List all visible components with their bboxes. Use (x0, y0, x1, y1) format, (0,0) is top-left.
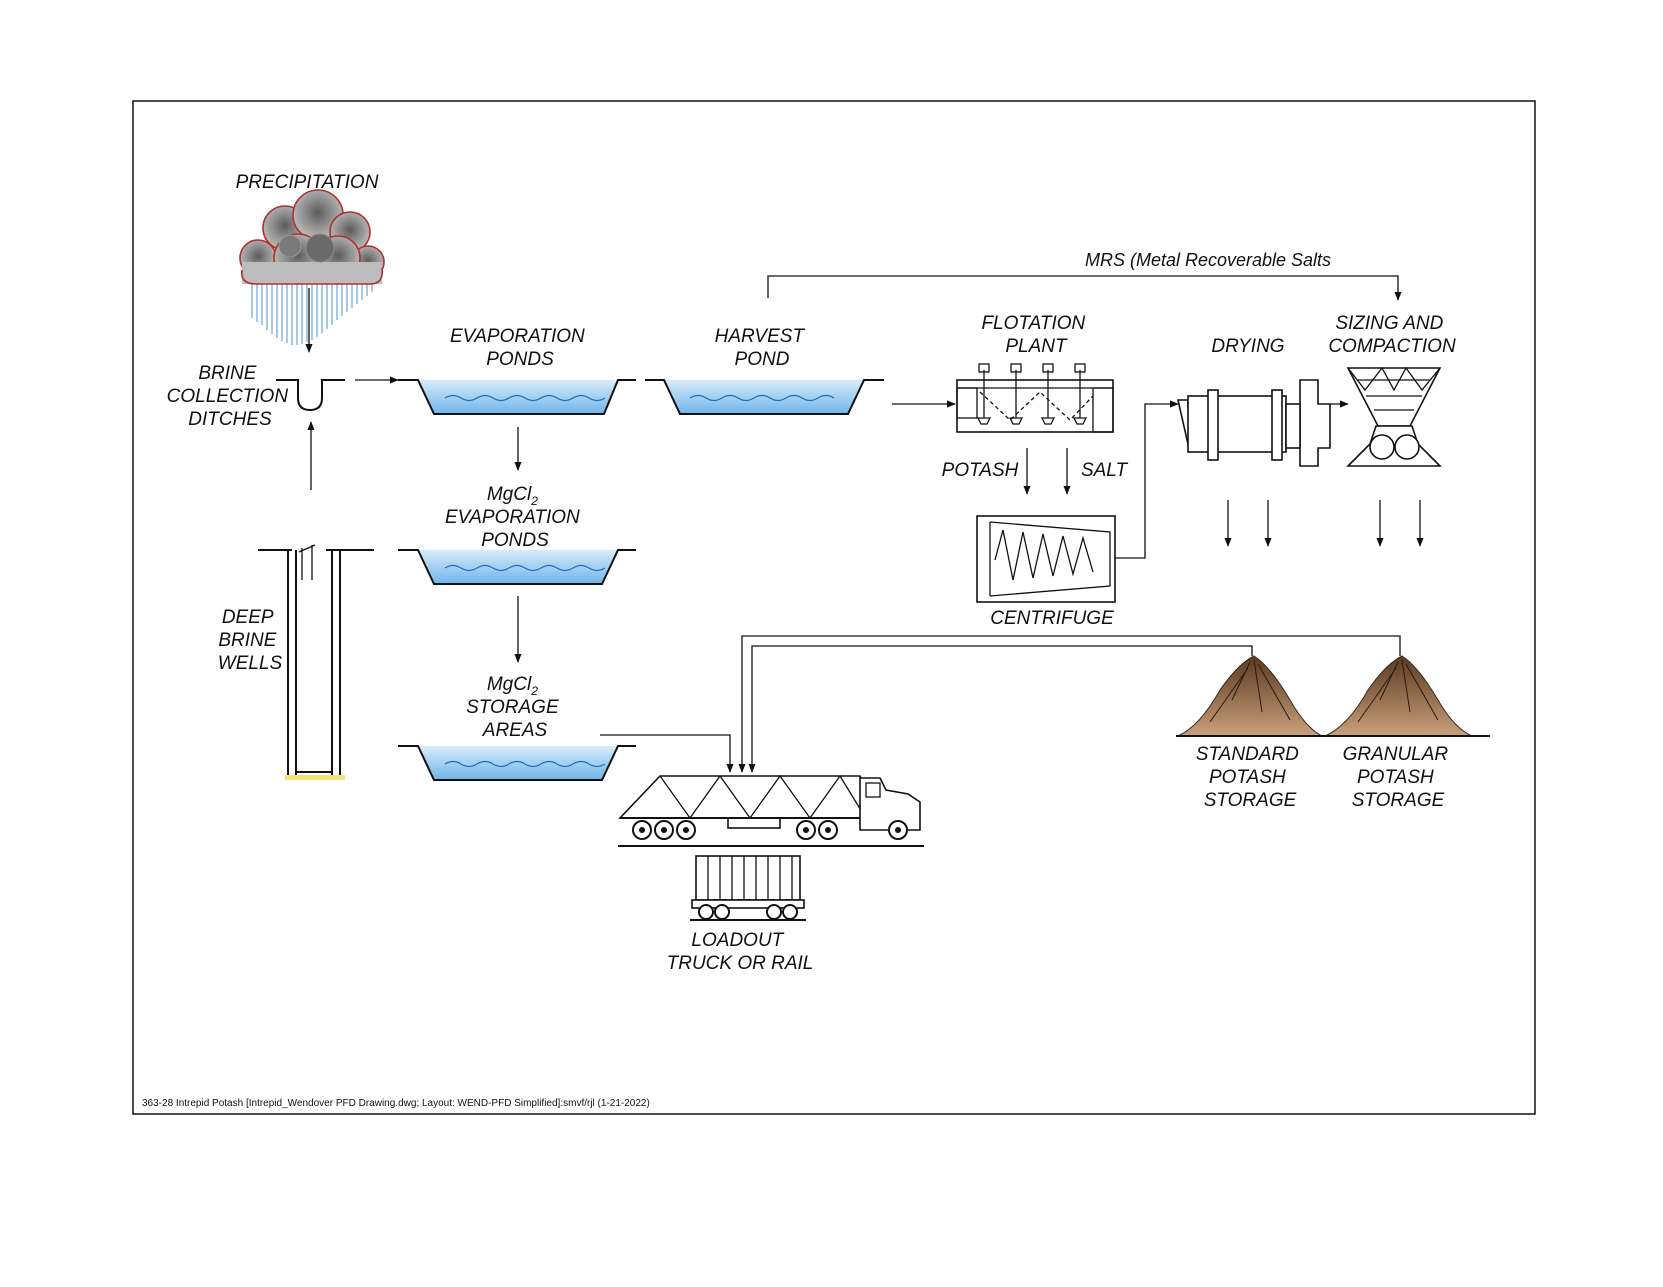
mgcl2-storage-areas-label: MgCl2 STORAGE AREAS (466, 674, 564, 741)
mrs-label: MRS (Metal Recoverable Salts (1085, 250, 1331, 270)
granular-potash-storage-label: GRANULAR POTASH STORAGE (1343, 744, 1454, 811)
mgcl2-to-loadout-line (600, 734, 734, 773)
flotation-cell-icon (956, 363, 1114, 433)
granular-storage-to-loadout-line (738, 635, 1401, 773)
mgcl2-storage-pond (398, 745, 636, 781)
drawing-border (132, 100, 1536, 1115)
loadout-label: LOADOUT TRUCK OR RAIL (667, 930, 814, 974)
drawing-footer: 363-28 Intrepid Potash [Intrepid_Wendove… (142, 1098, 650, 1109)
brine-collection-label: BRINE COLLECTION DITCHES (167, 363, 294, 430)
centrifuge-to-dryer-line (1115, 400, 1179, 559)
harvest-pond-label: HARVEST POND (715, 326, 810, 370)
drying-label: DRYING (1211, 336, 1284, 357)
centrifuge-icon (976, 515, 1116, 603)
centrifuge-label: CENTRIFUGE (990, 608, 1114, 629)
mgcl2-evaporation-pond (398, 549, 636, 585)
precipitation-label: PRECIPITATION (236, 172, 379, 193)
sizing-compaction-label: SIZING AND COMPACTION (1328, 313, 1456, 357)
rotary-dryer-icon (1176, 379, 1331, 467)
standard-potash-storage-label: STANDARD POTASH STORAGE (1196, 744, 1304, 811)
standard-potash-pile (1177, 655, 1323, 737)
harvest-pond (645, 379, 884, 415)
truck-icon (618, 774, 924, 847)
potash-label: POTASH (942, 460, 1019, 481)
mgcl2-evaporation-ponds-label: MgCl2 EVAPORATION PONDS (445, 484, 585, 551)
rail-car-icon (690, 855, 806, 921)
brine-collection-ditch (276, 379, 345, 412)
evaporation-ponds-label: EVAPORATION PONDS (450, 326, 590, 370)
standard-storage-to-loadout-line (748, 645, 1253, 773)
deep-brine-well-icon (258, 544, 374, 780)
mrs-recycle-line (767, 275, 1402, 301)
granular-potash-pile (1324, 655, 1473, 737)
compaction-rollers-icon (1346, 366, 1442, 467)
cloud-icon (239, 189, 385, 345)
rain-lines (251, 280, 373, 345)
flotation-plant-label: FLOTATION PLANT (981, 313, 1090, 357)
deep-brine-wells-label: DEEP BRINE WELLS (218, 607, 283, 674)
salt-label: SALT (1081, 460, 1129, 481)
evaporation-pond (398, 379, 636, 415)
